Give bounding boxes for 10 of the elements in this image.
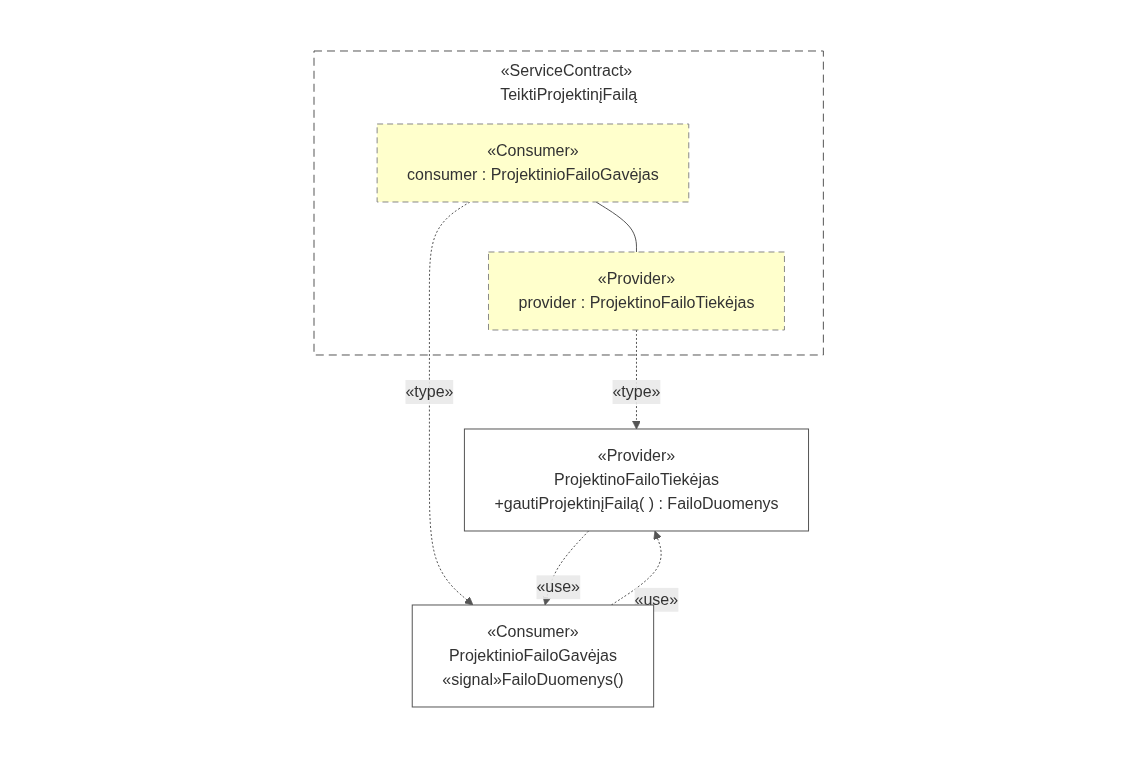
- edge-label: «type»: [405, 382, 454, 400]
- node-box: «Consumer» ProjektinioFailoGavėjas «signal»FailoDuomenys(): [411, 604, 654, 707]
- edge-label: «use»: [536, 577, 580, 595]
- edge-label: «type»: [612, 382, 661, 400]
- connector: [595, 201, 637, 252]
- edge-label: «use»: [634, 590, 678, 608]
- node-box: «Provider» ProjektinoFailoTiekėjas +gautiProjektinįFailą( ) : FailoDuomenys: [463, 428, 809, 531]
- arrow: [428, 201, 474, 605]
- node-box: «Consumer» consumer : ProjektinioFailoGavėjas: [376, 123, 690, 202]
- node-box: «Provider» provider : ProjektinoFailoTiekėjas: [487, 251, 785, 330]
